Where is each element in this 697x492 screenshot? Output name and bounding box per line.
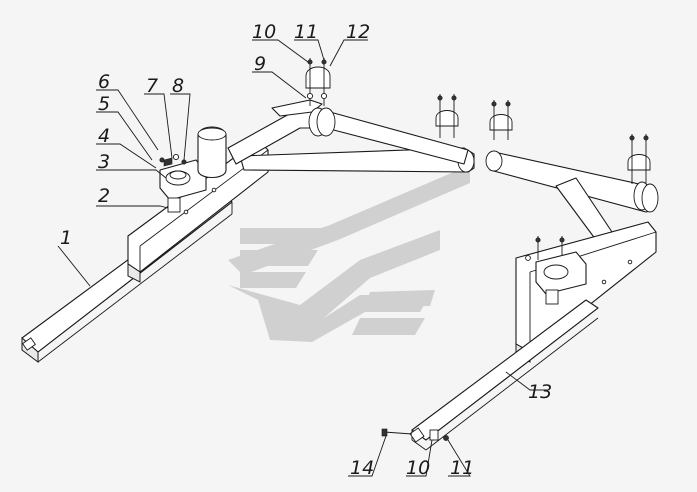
left-mount-bracket <box>159 153 207 213</box>
callout-9: 9 <box>254 53 266 75</box>
callout-12: 12 <box>346 21 370 43</box>
right-main-rail <box>409 299 599 451</box>
callout-11-top: 11 <box>294 21 318 43</box>
callout-13: 13 <box>528 381 552 403</box>
callout-8: 8 <box>172 75 184 97</box>
callout-14: 14 <box>350 457 374 479</box>
callout-7: 7 <box>146 75 158 97</box>
top-clamp-assembly <box>305 58 331 106</box>
callout-5: 5 <box>98 93 110 115</box>
left-crosstube <box>197 126 475 179</box>
leader-lines <box>57 39 548 477</box>
callout-6: 6 <box>98 71 110 93</box>
callout-10-top: 10 <box>252 21 276 43</box>
callout-10-bottom: 10 <box>406 457 430 479</box>
callout-4: 4 <box>98 125 110 147</box>
right-mount-bracket <box>525 236 587 305</box>
right-clamp-upper <box>627 134 651 184</box>
callout-1: 1 <box>60 227 72 249</box>
left-upper-arm <box>227 99 469 165</box>
watermark-logo <box>228 165 470 342</box>
middle-clamp-group-b <box>489 100 513 140</box>
callout-3: 3 <box>98 151 110 173</box>
callout-2: 2 <box>98 185 110 207</box>
middle-clamp-group-a <box>435 94 459 138</box>
callout-11-bottom: 11 <box>450 457 474 479</box>
callout-labels: 1 2 3 4 5 6 7 8 9 10 11 12 13 14 10 11 <box>60 21 552 479</box>
right-crosstube <box>485 150 659 241</box>
bottom-bolt-group <box>381 428 449 441</box>
